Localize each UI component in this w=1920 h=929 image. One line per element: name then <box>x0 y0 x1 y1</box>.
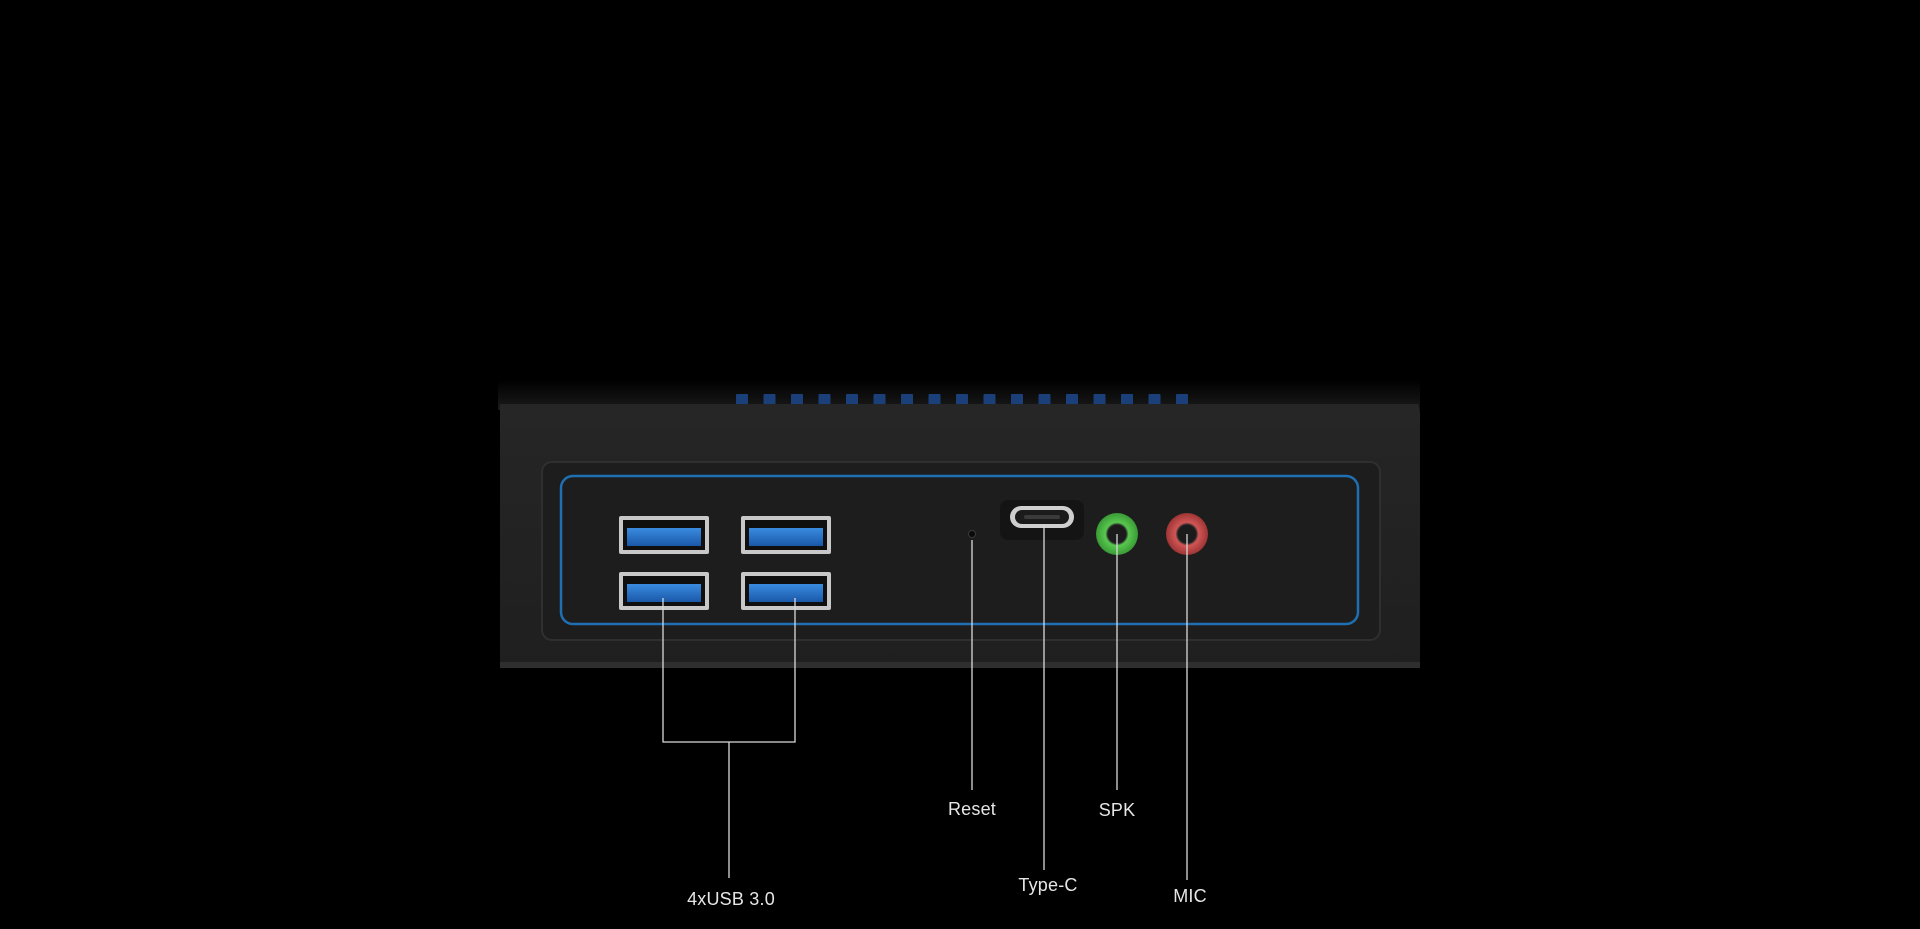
vent-slot <box>763 394 776 406</box>
usb-port-icon <box>619 516 709 554</box>
vent-slots <box>736 394 1188 406</box>
vent-slot <box>1066 394 1078 406</box>
usb-label: 4xUSB 3.0 <box>687 889 775 909</box>
usb-c-port-icon <box>1000 500 1084 540</box>
vent-slot <box>846 394 858 406</box>
vent-slot <box>956 394 968 406</box>
vent-slot <box>791 394 803 406</box>
vent-slot <box>736 394 748 406</box>
leader-lines <box>662 526 1188 880</box>
reset-pinhole-icon <box>968 530 976 538</box>
vent-slot <box>1038 394 1051 406</box>
usb-port-icon <box>741 516 831 554</box>
vent-slot <box>928 394 941 406</box>
accent-border <box>559 474 1360 626</box>
reset-label: Reset <box>947 799 997 819</box>
vent-slot <box>1121 394 1133 406</box>
vent-slot <box>1176 394 1188 406</box>
typec-label: Type-C <box>1018 875 1078 895</box>
spk-label: SPK <box>1098 800 1136 820</box>
vent-slot <box>1011 394 1023 406</box>
vent-slot <box>818 394 831 406</box>
chassis-bottom-edge <box>500 662 1420 668</box>
vent-slot <box>1148 394 1161 406</box>
usb-port-icon <box>741 572 831 610</box>
vent-slot <box>983 394 996 406</box>
vent-slot <box>901 394 913 406</box>
usb-port-group <box>619 516 831 610</box>
mic-label: MIC <box>1173 886 1207 906</box>
vent-slot <box>873 394 886 406</box>
usb-port-icon <box>619 572 709 610</box>
vent-slot <box>1093 394 1106 406</box>
